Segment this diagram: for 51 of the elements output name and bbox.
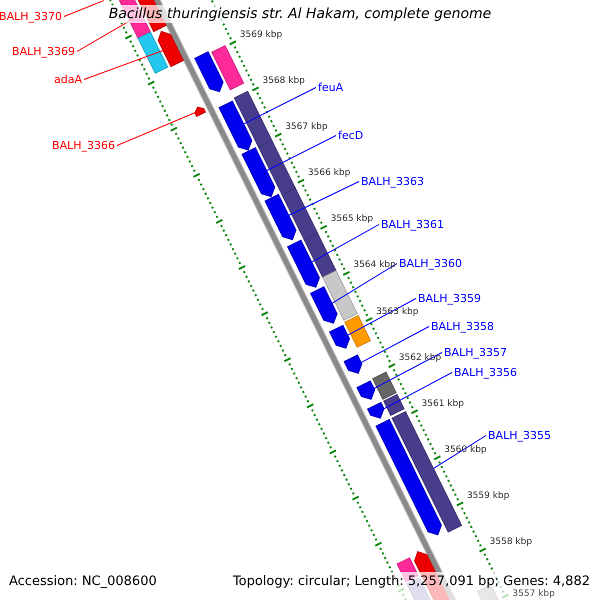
tick-label: 3565 kbp bbox=[330, 214, 374, 226]
gene-label: BALH_3361 bbox=[381, 218, 444, 231]
gene-label: fecD bbox=[338, 129, 364, 142]
gene-label: adaA bbox=[54, 73, 82, 86]
tick-label: 3561 kbp bbox=[422, 398, 464, 410]
gene-feature bbox=[194, 106, 206, 117]
tick-label: 3569 kbp bbox=[240, 30, 282, 41]
leader-line bbox=[374, 352, 442, 389]
tick-label: 3558 kbp bbox=[490, 537, 532, 548]
gene-feature bbox=[375, 418, 442, 536]
accession-text: Accession: NC_008600 bbox=[9, 574, 157, 589]
gene-label: feuA bbox=[318, 81, 344, 94]
leader-line bbox=[64, 0, 104, 17]
gene-feature bbox=[241, 147, 276, 198]
gene-feature bbox=[328, 324, 350, 349]
tick-label: 3566 kbp bbox=[308, 168, 350, 180]
leader-line bbox=[332, 263, 398, 304]
leader-line bbox=[347, 298, 416, 336]
gene-feature bbox=[344, 354, 362, 374]
leader-line bbox=[360, 326, 430, 363]
gene-feature bbox=[356, 380, 376, 400]
gene-feature bbox=[366, 402, 384, 419]
tick-label: 3564 kbp bbox=[353, 260, 396, 272]
genome-stats-text: Topology: circular; Length: 5,257,091 bp; Genes: 4,882 bbox=[232, 574, 590, 589]
gene-label: BALH_3358 bbox=[431, 320, 494, 333]
gene-label: BALH_3359 bbox=[418, 292, 481, 305]
gene-feature bbox=[218, 100, 252, 151]
gene-feature bbox=[286, 240, 320, 288]
gene-label: BALH_3370 bbox=[0, 10, 62, 23]
tick-label: 3559 kbp bbox=[466, 490, 510, 502]
gene-label: BALH_3356 bbox=[454, 366, 517, 379]
leader-line bbox=[311, 224, 380, 263]
gene-label: BALH_3369 bbox=[12, 45, 75, 58]
gene-label: BALH_3355 bbox=[488, 429, 551, 442]
leader-line bbox=[243, 87, 316, 124]
gene-feature bbox=[158, 30, 184, 68]
leader-line bbox=[288, 181, 360, 216]
tick-label: 3557 kbp bbox=[512, 589, 555, 599]
gene-label: BALH_3357 bbox=[444, 346, 507, 359]
gene-feature bbox=[264, 194, 297, 240]
leader-line bbox=[266, 135, 336, 172]
tick-label: 3567 kbp bbox=[285, 122, 328, 134]
gene-label: BALH_3363 bbox=[361, 175, 424, 188]
leader-line bbox=[433, 435, 486, 469]
leader-line bbox=[384, 372, 452, 410]
gene-feature bbox=[310, 286, 338, 324]
gene-label: BALH_3366 bbox=[52, 139, 115, 152]
leader-line bbox=[84, 50, 164, 80]
gene-label: BALH_3360 bbox=[399, 257, 462, 270]
tick-label: 3568 kbp bbox=[262, 76, 305, 87]
leader-line bbox=[116, 111, 198, 146]
